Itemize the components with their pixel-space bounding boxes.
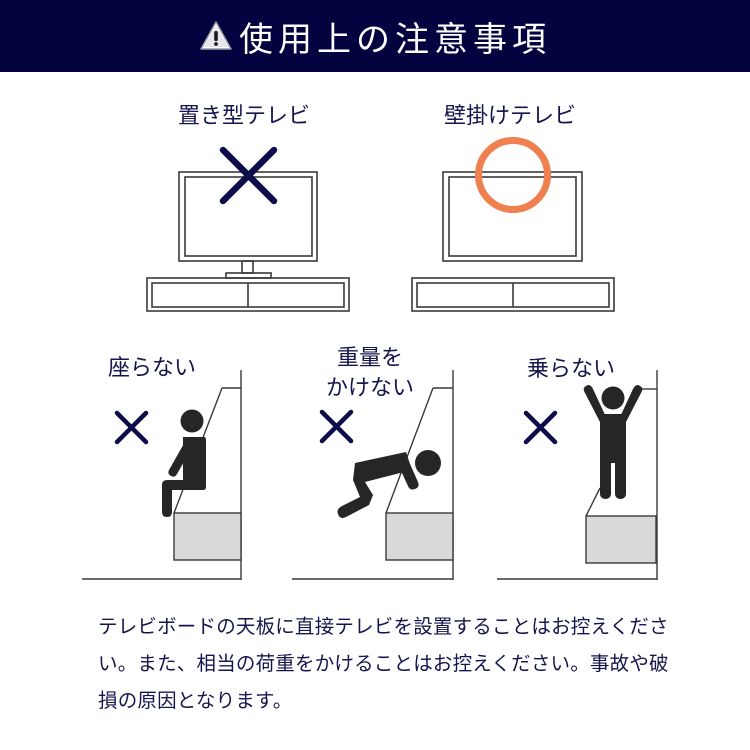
- no-heavy-load-illustration: [292, 370, 454, 580]
- cross-mark-icon: [219, 146, 278, 205]
- no-heavy-load-label-line1: 重量を: [337, 346, 404, 371]
- no-sitting-illustration: [82, 370, 242, 580]
- cross-mark-icon: [319, 409, 354, 444]
- wall-mounted-tv-illustration: [411, 171, 615, 312]
- freestanding-tv-illustration: [146, 171, 350, 312]
- notice-text: テレビボードの天板に直接テレビを設置することはお控えください。また、相当の荷重を…: [98, 615, 669, 712]
- no-climbing-label: 乗らない: [527, 357, 616, 382]
- cross-mark-icon: [114, 410, 149, 445]
- freestanding-tv-label: 置き型テレビ: [178, 104, 311, 129]
- sitting-person-icon: [162, 409, 206, 517]
- warning-triangle-icon: [200, 21, 232, 50]
- leaning-person-icon: [337, 450, 441, 518]
- wall-mounted-tv-label: 壁掛けテレビ: [444, 104, 577, 129]
- cross-mark-icon: [523, 410, 558, 445]
- no-sitting-label: 座らない: [108, 356, 197, 381]
- no-heavy-load-label-line2: かけない: [326, 376, 415, 401]
- no-climbing-illustration: [497, 370, 658, 580]
- page-title: 使用上の注意事項: [239, 19, 551, 60]
- header-banner: 使用上の注意事項: [0, 0, 750, 72]
- standing-person-icon: [583, 385, 643, 499]
- circle-mark-icon: [475, 137, 551, 213]
